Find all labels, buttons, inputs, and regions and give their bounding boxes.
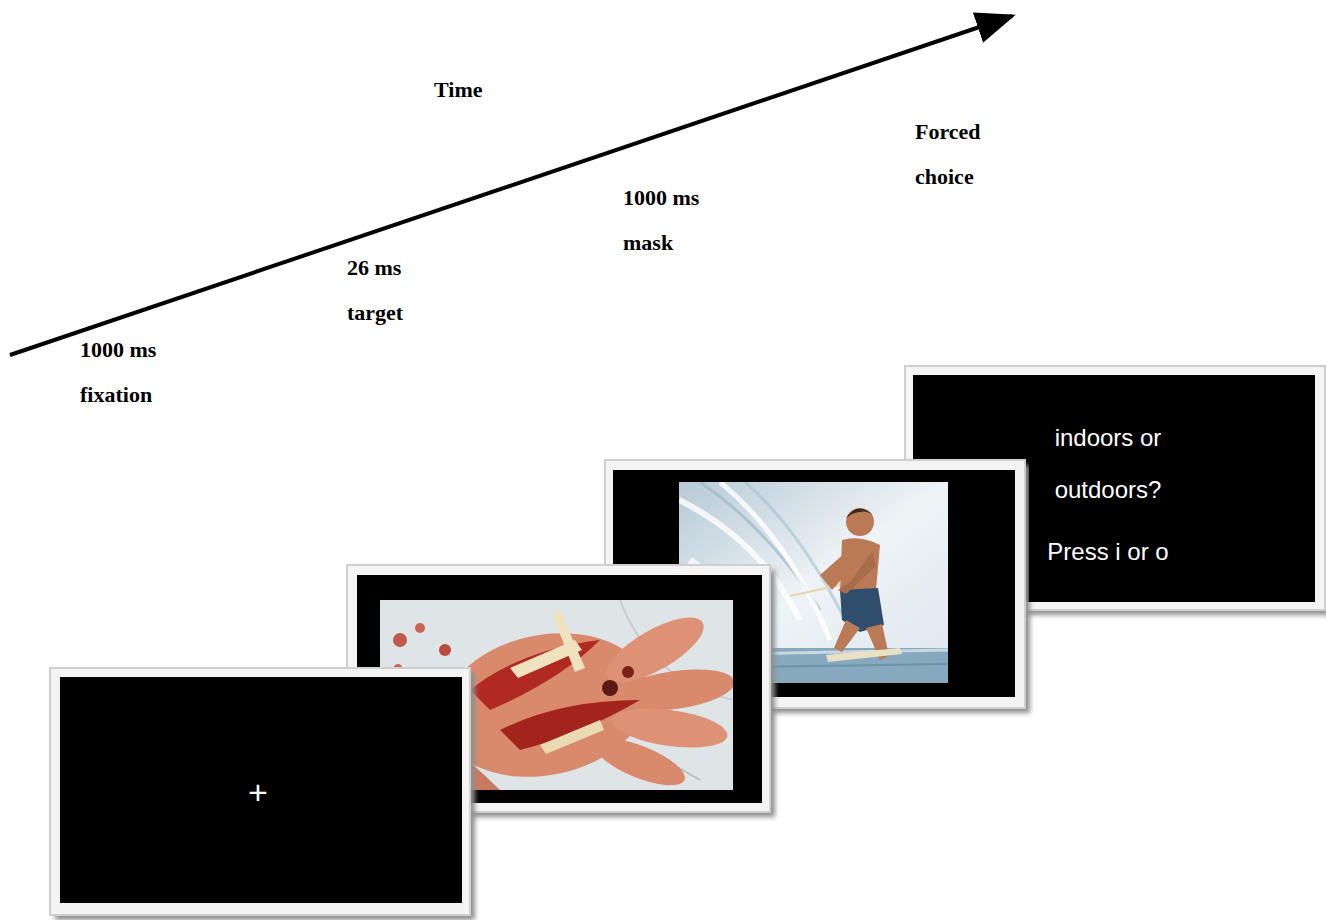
response-instruction: Press i or o	[1047, 526, 1168, 578]
fixation-screen-frame	[50, 668, 475, 920]
question-text: indoors or outdoors?	[1033, 412, 1183, 516]
phase-label: 1000 ms fixation	[80, 327, 190, 417]
fixation-cross: +	[248, 772, 268, 812]
phase-label: Forced choice	[915, 109, 1025, 199]
time-arrow	[10, 16, 1012, 355]
phase-label: 1000 ms mask	[623, 175, 733, 265]
axis-label: Time	[434, 78, 482, 102]
fixation-screen: +	[60, 677, 462, 903]
phase-label: 26 ms target	[347, 245, 457, 335]
